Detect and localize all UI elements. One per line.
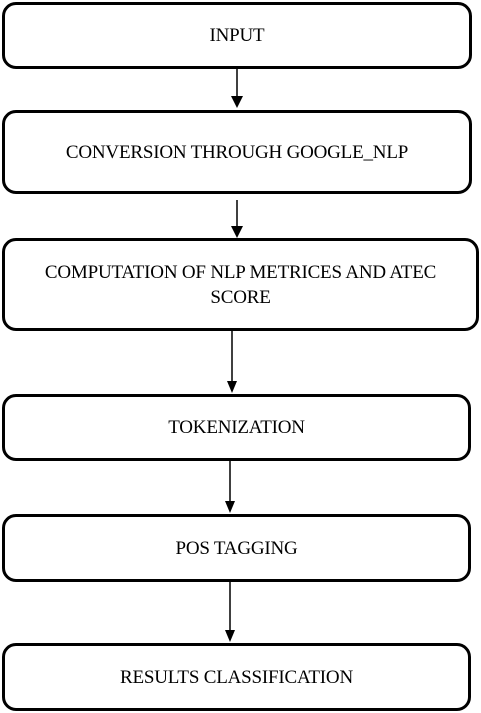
arrow-tokenization-to-pos-tagging	[225, 461, 235, 513]
step-pos-tagging-box: POS TAGGING	[2, 514, 471, 582]
arrow-computation-to-tokenization	[227, 331, 237, 393]
step-tokenization-box: TOKENIZATION	[2, 394, 471, 461]
step-tokenization-label: TOKENIZATION	[168, 417, 305, 438]
arrow-pos-tagging-to-results	[225, 582, 235, 642]
arrow-conversion-to-computation	[231, 200, 243, 238]
step-input-box: INPUT	[2, 2, 472, 69]
step-results-classification-box: RESULTS CLASSIFICATION	[2, 643, 471, 711]
step-computation-box: COMPUTATION OF NLP METRICES AND ATEC SCO…	[2, 238, 479, 331]
arrow-input-to-conversion	[231, 69, 243, 108]
step-conversion-label: CONVERSION THROUGH GOOGLE_NLP	[65, 141, 409, 163]
step-conversion-box: CONVERSION THROUGH GOOGLE_NLP	[2, 110, 472, 194]
step-computation-label: COMPUTATION OF NLP METRICES AND ATEC SCO…	[44, 261, 437, 308]
step-results-classification-label: RESULTS CLASSIFICATION	[120, 666, 353, 688]
step-pos-tagging-label: POS TAGGING	[175, 537, 298, 559]
step-input-label: INPUT	[209, 25, 265, 46]
